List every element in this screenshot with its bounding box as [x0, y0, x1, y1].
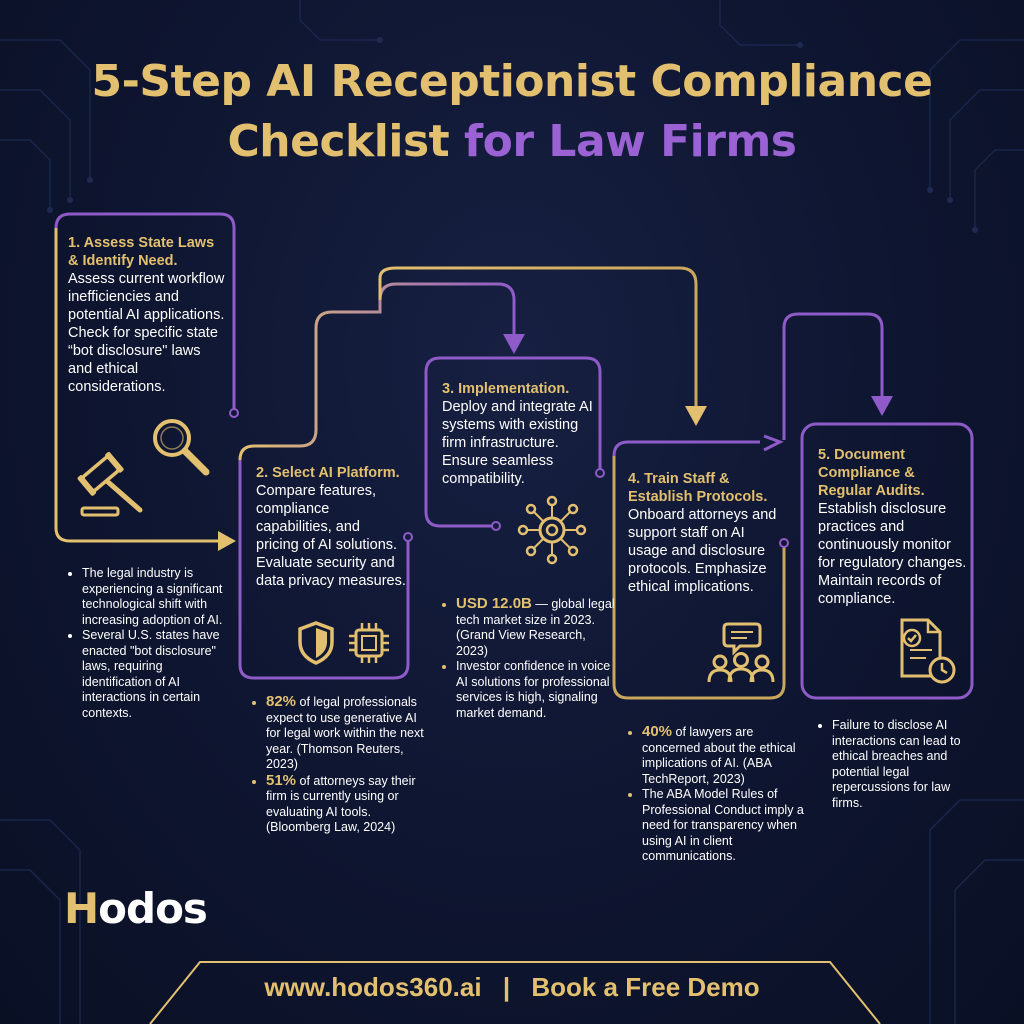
- list-item: 51% of attorneys say their firm is curre…: [266, 771, 426, 836]
- document-clock-icon: [900, 618, 956, 684]
- logo-first-letter: H: [64, 884, 99, 933]
- title-line2-gold: Checklist: [227, 116, 450, 167]
- step3-text: 3. Implementation. Deploy and integrate …: [442, 380, 594, 488]
- step3-body: Deploy and integrate AI systems with exi…: [442, 399, 593, 487]
- list-item: Failure to disclose AI interactions can …: [832, 718, 982, 811]
- list-item: The legal industry is experiencing a sig…: [82, 566, 232, 628]
- step2-box: [238, 282, 516, 461]
- stat-value: 82%: [266, 693, 297, 710]
- network-gear-icon: [517, 495, 587, 565]
- step5-text: 5. Document Compliance & Regular Audits.…: [818, 446, 968, 608]
- chip-icon: [349, 623, 389, 663]
- step2-connector-dot: [403, 532, 413, 542]
- list-item: USD 12.0B — global legal tech market siz…: [456, 596, 616, 659]
- stat-value: USD 12.0B: [456, 595, 532, 612]
- stat-text: of legal professionals expect to use gen…: [266, 695, 424, 771]
- connector-4-to-5: [782, 312, 884, 440]
- stat-text: The ABA Model Rules of Professional Cond…: [642, 787, 804, 863]
- step1-box: [54, 212, 236, 410]
- footer-frame: [149, 961, 881, 1024]
- step3-heading: 3. Implementation.: [442, 381, 570, 397]
- book-demo-link[interactable]: Book a Free Demo: [531, 972, 760, 1002]
- step3-connector-dot-right: [595, 468, 605, 478]
- step4-body: Onboard attorneys and support staff on A…: [628, 507, 777, 595]
- arrow-2-to-3: [503, 334, 525, 354]
- stat-text: of attorneys say their firm is currently…: [266, 773, 416, 835]
- list-item: Several U.S. states have enacted "bot di…: [82, 628, 232, 721]
- step4-box-frame: [612, 456, 786, 700]
- step2-body: Compare features, compliance capabilitie…: [256, 483, 406, 589]
- title-line2-purple: for Law Firms: [464, 116, 797, 167]
- website-link[interactable]: www.hodos360.ai: [264, 972, 482, 1002]
- step2-notes: 82% of legal professionals expect to use…: [250, 694, 426, 836]
- step4-notes: 40% of lawyers are concerned about the e…: [626, 724, 804, 865]
- step5-heading: 5. Document Compliance & Regular Audits.: [818, 447, 925, 499]
- step4-text: 4. Train Staff & Establish Protocols. On…: [628, 470, 784, 596]
- step3-connector-dot-bottom: [491, 521, 501, 531]
- title-line1: 5-Step AI Receptionist Compliance: [91, 56, 933, 107]
- step3-box: [424, 356, 602, 512]
- stat-value: 40%: [642, 723, 673, 740]
- step5-body: Establish disclosure practices and conti…: [818, 501, 967, 607]
- stat-text: Investor confidence in voice AI solution…: [456, 659, 611, 720]
- arrow-into-5: [871, 396, 893, 416]
- step4-box: [612, 440, 760, 457]
- step5-notes: Failure to disclose AI interactions can …: [816, 718, 982, 811]
- logo-rest: odos: [98, 884, 208, 933]
- list-item: Investor confidence in voice AI solution…: [456, 659, 616, 721]
- connector-2-to-4: [378, 266, 698, 408]
- magnifier-icon: [153, 419, 210, 476]
- page-title: 5-Step AI Receptionist Compliance Checkl…: [0, 52, 1024, 172]
- footer: www.hodos360.ai | Book a Free Demo: [0, 972, 1024, 1002]
- step4-heading: 4. Train Staff & Establish Protocols.: [628, 471, 768, 505]
- list-item: The ABA Model Rules of Professional Cond…: [642, 787, 804, 865]
- team-chat-icon: [707, 622, 775, 683]
- shield-icon: [298, 621, 334, 665]
- step5-box: [800, 422, 974, 700]
- step1-connector-dot: [229, 408, 239, 418]
- step1-body: Assess current workflow inefficiencies a…: [68, 271, 225, 395]
- step1-text: 1. Assess State Laws & Identify Need. As…: [68, 234, 228, 396]
- list-item: 82% of legal professionals expect to use…: [266, 694, 426, 773]
- hodos-logo: Hodos: [64, 884, 208, 933]
- arrow-2-to-4: [685, 406, 707, 426]
- arrow-1-to-2: [218, 531, 236, 551]
- step1-box-gold-edge: [54, 228, 218, 543]
- step2-heading: 2. Select AI Platform.: [256, 465, 400, 481]
- arrow-4-to-5: [763, 434, 784, 452]
- step2-text: 2. Select AI Platform. Compare features,…: [256, 464, 406, 590]
- step2-box-frame: [238, 460, 410, 680]
- stat-text: — global legal tech market size in 2023.…: [456, 597, 615, 658]
- step1-heading: 1. Assess State Laws & Identify Need.: [68, 235, 215, 269]
- step3-notes: USD 12.0B — global legal tech market siz…: [440, 596, 616, 721]
- footer-separator: |: [502, 972, 511, 1002]
- step3-box-bottom: [424, 511, 492, 528]
- gavel-icon: [77, 452, 143, 517]
- list-item: 40% of lawyers are concerned about the e…: [642, 724, 804, 787]
- step1-notes: The legal industry is experiencing a sig…: [66, 566, 232, 721]
- step4-connector-dot: [779, 538, 789, 548]
- stat-text: of lawyers are concerned about the ethic…: [642, 725, 796, 786]
- stat-value: 51%: [266, 771, 297, 789]
